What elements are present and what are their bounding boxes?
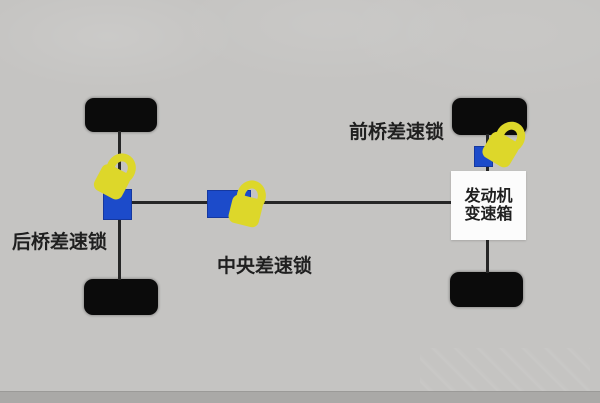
gearbox-label: 变速箱	[464, 205, 513, 223]
front-axle-lower-line	[486, 239, 489, 273]
wheel-front-left	[452, 98, 527, 135]
driveshaft-line	[120, 201, 452, 204]
engine-gearbox-box: 发动机 变速箱	[451, 171, 526, 240]
rear-diff-lock-label: 后桥差速锁	[12, 232, 108, 253]
wheel-front-right	[450, 272, 523, 307]
wheel-rear-left	[85, 98, 157, 132]
center-diff-lock-label: 中央差速锁	[217, 256, 313, 277]
wheel-rear-right	[84, 279, 158, 315]
padlock-body	[227, 193, 265, 229]
front-diff-lock-label: 前桥差速锁	[349, 122, 445, 143]
rear-padlock-icon	[91, 147, 143, 204]
bottom-border-strip	[0, 391, 600, 403]
center-padlock-icon	[227, 177, 271, 231]
engine-label: 发动机	[464, 187, 513, 205]
